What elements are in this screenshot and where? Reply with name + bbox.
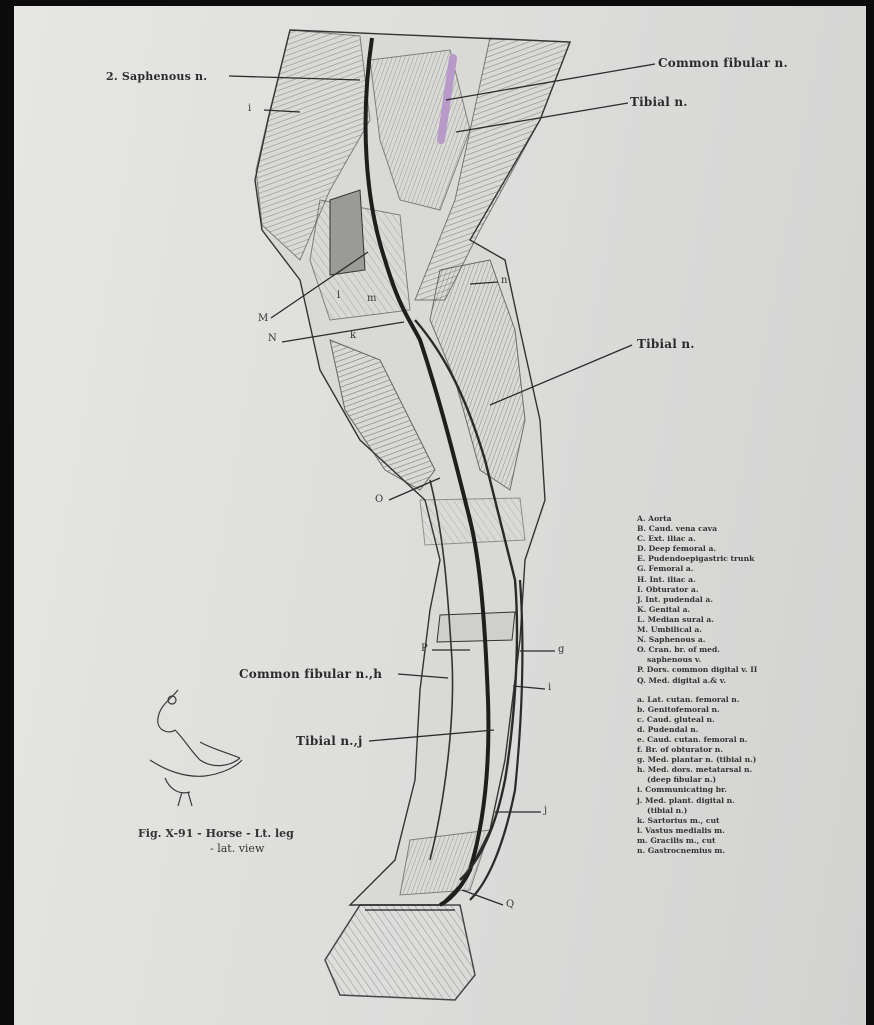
letter-M: M bbox=[258, 313, 268, 324]
legend-item: l. Vastus medialis m. bbox=[637, 826, 857, 836]
callout-tibial-mid: Tibial n. bbox=[637, 337, 695, 351]
legend-item: a. Lat. cutan. femoral n. bbox=[637, 695, 857, 705]
legend-item: P. Dors. common digital v. II bbox=[637, 665, 857, 675]
callout-tibial-j: Tibial n.,j bbox=[296, 734, 363, 748]
legend-item: A. Aorta bbox=[637, 514, 857, 524]
legend-item: Q. Med. digital a.& v. bbox=[637, 676, 857, 686]
legend-item: e. Caud. cutan. femoral n. bbox=[637, 735, 857, 745]
legend-item: f. Br. of obturator n. bbox=[637, 745, 857, 755]
caption-line-2: - lat. view bbox=[138, 841, 294, 856]
callout-common-fibular-h: Common fibular n.,h bbox=[239, 667, 382, 681]
legend-item: I. Obturator a. bbox=[637, 585, 857, 595]
legend-item: E. Pudendoepigastric trunk bbox=[637, 554, 857, 564]
letter-l: l bbox=[337, 290, 340, 301]
vastus-block bbox=[330, 190, 365, 275]
legend-group-vessels: A. Aorta B. Caud. vena cava C. Ext. ilia… bbox=[637, 514, 857, 686]
letter-O: O bbox=[375, 494, 383, 505]
legend-item: H. Int. iliac a. bbox=[637, 575, 857, 585]
leader-Q bbox=[462, 890, 503, 905]
legend-item: i. Communicating br. bbox=[637, 785, 857, 795]
letter-P: P bbox=[421, 643, 428, 654]
legend-group-nerves: a. Lat. cutan. femoral n. b. Genitofemor… bbox=[637, 695, 857, 857]
letter-g: g bbox=[558, 644, 564, 655]
legend-item: g. Med. plantar n. (tibial n.) bbox=[637, 755, 857, 765]
legend-item: M. Umbilical a. bbox=[637, 625, 857, 635]
letter-k: k bbox=[350, 330, 356, 341]
legend-item: J. Int. pudendal a. bbox=[637, 595, 857, 605]
legend-item: C. Ext. iliac a. bbox=[637, 534, 857, 544]
legend-item: (tibial n.) bbox=[637, 806, 857, 816]
legend-item: D. Deep femoral a. bbox=[637, 544, 857, 554]
caption-line-1: Fig. X-91 - Horse - Lt. leg bbox=[138, 826, 294, 841]
letter-m: m bbox=[367, 293, 376, 304]
legend-item: j. Med. plant. digital n. bbox=[637, 796, 857, 806]
letter-i-mid: i bbox=[548, 682, 551, 693]
callout-saphenous: 2. Saphenous n. bbox=[106, 70, 207, 83]
legend-item: (deep fibular n.) bbox=[637, 775, 857, 785]
legend-item: O. Cran. br. of med. bbox=[637, 645, 857, 655]
legend-item: b. Genitofemoral n. bbox=[637, 705, 857, 715]
legend-item: h. Med. dors. metatarsal n. bbox=[637, 765, 857, 775]
callout-common-fibular-top: Common fibular n. bbox=[658, 56, 788, 70]
legend-item: K. Genital a. bbox=[637, 605, 857, 615]
letter-i-top: i bbox=[248, 103, 251, 114]
legend-item: d. Pudendal n. bbox=[637, 725, 857, 735]
legend-item: n. Gastrocnemius m. bbox=[637, 846, 857, 856]
doodle-sketch bbox=[150, 690, 242, 806]
legend-item: c. Caud. gluteal n. bbox=[637, 715, 857, 725]
letter-n: n bbox=[501, 275, 507, 286]
letter-j: j bbox=[544, 805, 547, 816]
legend-item: G. Femoral a. bbox=[637, 564, 857, 574]
legend-item: L. Median sural a. bbox=[637, 615, 857, 625]
figure-caption: Fig. X-91 - Horse - Lt. leg - lat. view bbox=[138, 826, 294, 856]
leader-i-mid bbox=[513, 686, 545, 689]
legend-item: N. Saphenous a. bbox=[637, 635, 857, 645]
legend-item: k. Sartorius m., cut bbox=[637, 816, 857, 826]
legend: A. Aorta B. Caud. vena cava C. Ext. ilia… bbox=[637, 514, 857, 856]
legend-item: saphenous v. bbox=[637, 655, 857, 665]
letter-Q: Q bbox=[506, 899, 514, 910]
legend-item: m. Gracilis m., cut bbox=[637, 836, 857, 846]
hoof bbox=[325, 905, 475, 1000]
letter-N: N bbox=[268, 333, 277, 344]
legend-item: B. Caud. vena cava bbox=[637, 524, 857, 534]
callout-tibial-top: Tibial n. bbox=[630, 95, 688, 109]
